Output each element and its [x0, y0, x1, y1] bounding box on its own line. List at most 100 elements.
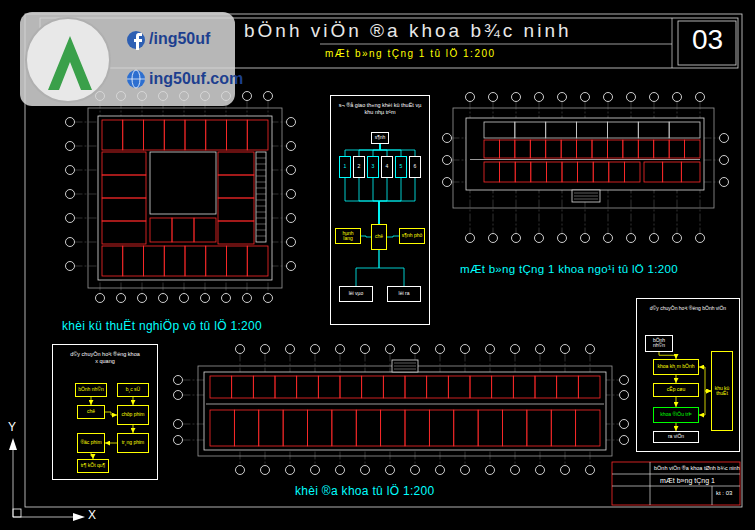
axis-bubble	[201, 294, 210, 303]
flow-panel: d©y chuyÒn ho¹t ®éng khoax quangbÖnh nh©…	[52, 344, 158, 480]
plan-caption: mÆt b»ng tÇng 1 khoa ngo¹i tû lÖ 1:200	[460, 263, 678, 276]
room-outline	[150, 218, 172, 242]
room-outline	[102, 246, 123, 276]
axis-bubble	[287, 166, 296, 175]
flow-box: s¶nh phô	[399, 228, 425, 244]
room-outline	[172, 218, 194, 242]
axis-bubble	[287, 190, 296, 199]
flow-box: cÊp cøu	[653, 383, 699, 397]
room-outline	[206, 246, 227, 276]
watermark: ing50uf.com	[149, 70, 243, 88]
room-outline	[562, 162, 578, 182]
stair-tread	[256, 182, 266, 183]
connector	[699, 367, 711, 391]
box-label: chôp phim	[121, 412, 144, 418]
room-outline	[669, 140, 684, 158]
connector	[359, 178, 379, 224]
building-outline	[98, 116, 272, 280]
connector	[380, 144, 415, 156]
title-block-line	[612, 486, 740, 487]
stair-tread	[256, 188, 266, 189]
ucs-box	[13, 509, 21, 517]
axis-bubble	[66, 118, 75, 127]
room-outline	[609, 162, 625, 182]
axis-bubble	[558, 93, 567, 102]
axis-bubble	[512, 234, 521, 243]
globe-icon-line	[127, 79, 145, 80]
room-outline	[530, 140, 545, 158]
axis-bubble	[486, 466, 495, 475]
axis-bubble	[138, 294, 147, 303]
room-outline	[527, 410, 551, 446]
stair-tread	[256, 164, 266, 165]
connector	[345, 144, 380, 156]
axis-bubble	[66, 142, 75, 151]
axis-bubble	[443, 134, 452, 143]
flow-box: tr¶ kÕt qu¶	[77, 459, 109, 473]
room-outline	[484, 122, 515, 138]
connector	[373, 178, 379, 224]
box-label: 4	[386, 164, 389, 170]
axis-bubble	[627, 93, 636, 102]
axis-bubble	[264, 294, 273, 303]
facebook-icon	[127, 31, 145, 49]
axis-bubble	[650, 234, 659, 243]
room-outline	[681, 162, 700, 182]
flow-box: chôp phim	[117, 405, 149, 425]
title-block-line	[712, 486, 713, 505]
room-outline	[206, 120, 227, 150]
site-outline	[88, 108, 282, 288]
axis-bubble	[461, 345, 470, 354]
ucs-axis	[13, 517, 76, 518]
axis-bubble	[117, 294, 126, 303]
panel-title: d©y chuyÒn ho¹t ®éng bÖnh viÖn	[640, 305, 736, 311]
flow-box: b¸c sÜ	[117, 383, 149, 397]
axis-bubble	[558, 234, 567, 243]
room-outline	[356, 410, 380, 446]
room-outline	[593, 162, 609, 182]
axis-bubble	[535, 234, 544, 243]
flow-box: khu kü thuËt	[711, 351, 733, 431]
axis-bubble	[586, 345, 595, 354]
room-outline	[561, 140, 576, 158]
room-outline	[318, 376, 340, 398]
room-outline	[685, 140, 700, 158]
room-outline	[663, 162, 682, 182]
room-outline	[654, 140, 669, 158]
step-line	[574, 196, 598, 197]
room-outline	[227, 120, 248, 150]
box-label: khoa kh¸m bÖnh	[658, 364, 695, 370]
room-outline	[515, 140, 530, 158]
connector	[105, 412, 117, 415]
axis-bubble	[443, 156, 452, 165]
box-label: chê	[375, 234, 383, 240]
box-label: hµnh lang	[337, 231, 359, 242]
flow-box: ®äc phim	[77, 433, 105, 453]
room-outline	[577, 122, 608, 138]
sheet-number-box	[678, 21, 736, 65]
room-outline	[513, 376, 535, 398]
connector	[379, 250, 404, 286]
title-block-frame	[612, 462, 740, 505]
box-label: 5	[400, 164, 403, 170]
axis-bubble	[159, 294, 168, 303]
flow-box: ra viÖn	[653, 431, 699, 443]
room-outline	[578, 376, 600, 398]
panel-title: x quang	[56, 358, 154, 365]
axis-label: X	[88, 509, 96, 523]
flow-box: chê	[77, 405, 105, 419]
axis-bubble	[512, 93, 521, 102]
box-label: bÖnh nh©n	[647, 338, 671, 349]
box-label: ®äc phim	[80, 440, 101, 446]
axis-bubble	[386, 466, 395, 475]
room-outline	[607, 140, 622, 158]
connector	[659, 352, 676, 360]
room-outline	[308, 410, 332, 446]
axis-bubble	[411, 466, 420, 475]
box-label: lèi ra	[399, 291, 410, 297]
box-label: cÊp cøu	[667, 387, 685, 393]
axis-bubble	[586, 466, 595, 475]
axis-bubble	[243, 92, 252, 101]
connector	[676, 397, 677, 407]
box-label: lèi vµo	[349, 291, 364, 297]
